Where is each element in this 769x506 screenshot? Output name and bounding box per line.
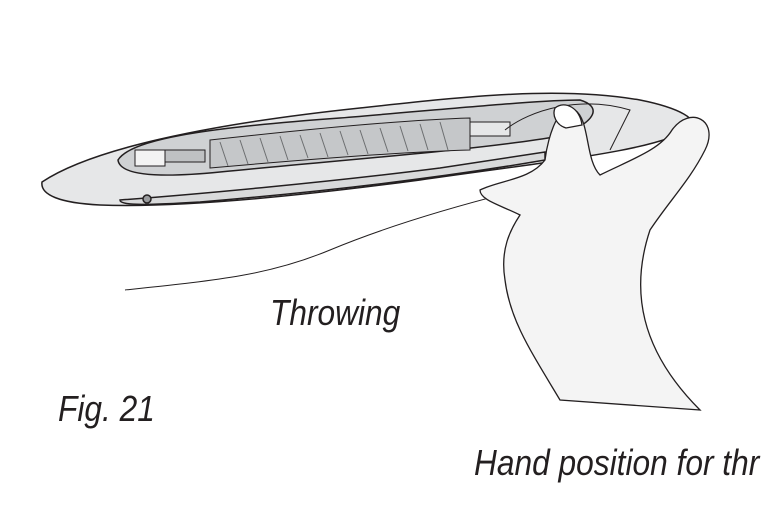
- hand: [479, 104, 710, 411]
- hand-position-caption: Hand position for thr: [474, 442, 760, 483]
- throwing-caption: Throwing: [270, 292, 401, 333]
- figure-number: Fig. 21: [58, 388, 155, 429]
- bobbin: [134, 117, 511, 169]
